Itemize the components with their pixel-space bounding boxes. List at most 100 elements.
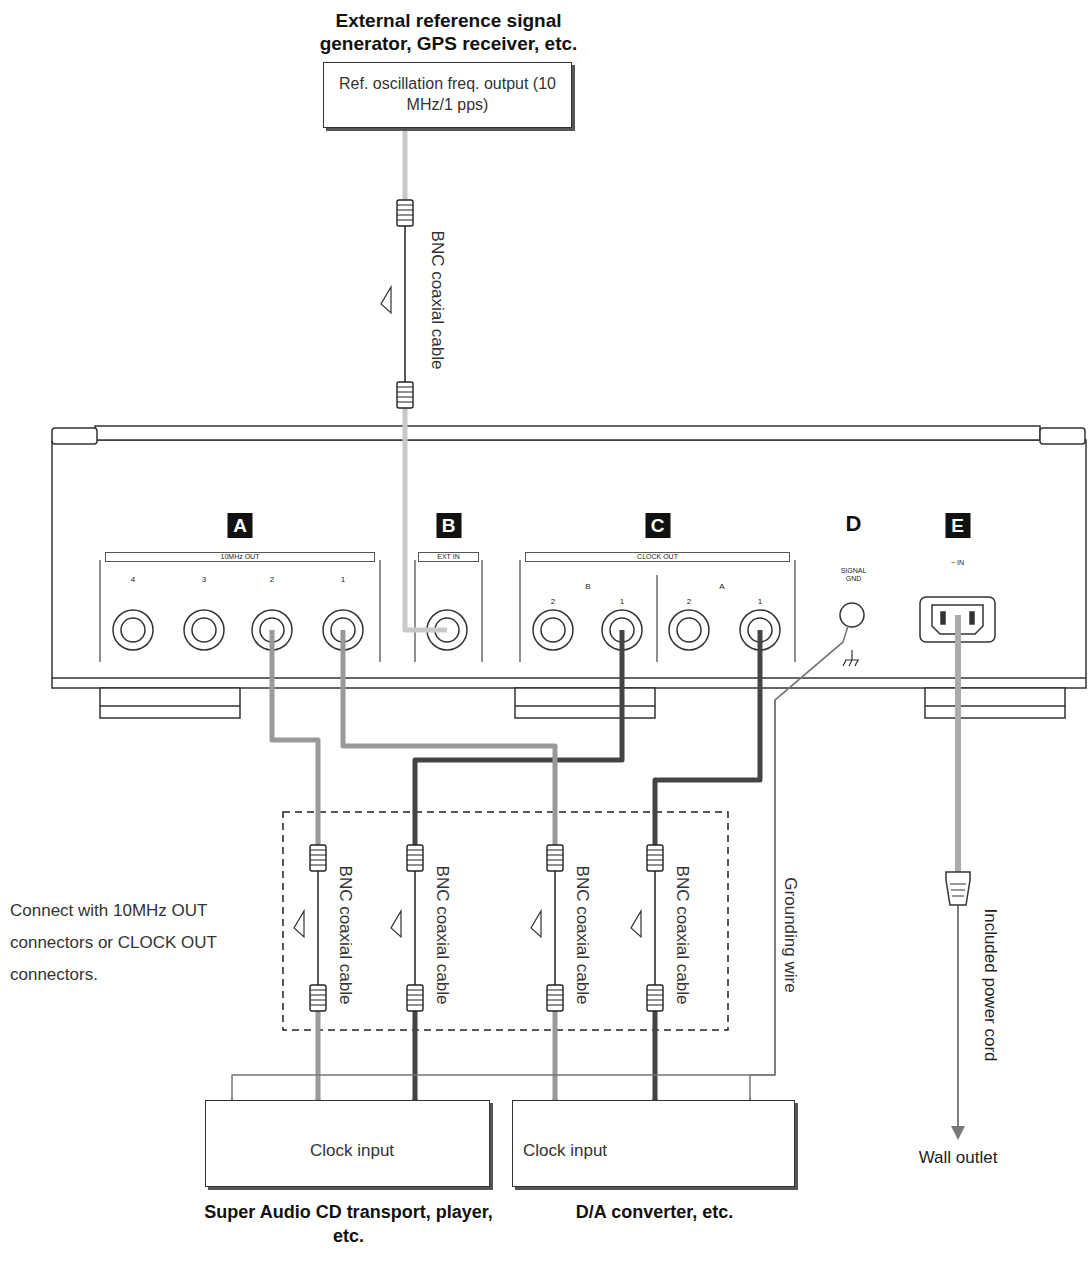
foot xyxy=(515,688,655,718)
bnc-plug xyxy=(397,402,413,403)
port-label: Clock input xyxy=(310,1141,394,1161)
bnc-plug xyxy=(647,995,663,996)
bnc-plug xyxy=(310,990,326,991)
section-letter: B xyxy=(436,513,461,538)
chassis xyxy=(1040,428,1085,444)
bnc-plug xyxy=(397,397,413,398)
cable-body xyxy=(550,871,560,985)
panel-section: C CLOCK OUT xyxy=(520,505,795,656)
cable-label: Grounding wire xyxy=(781,875,799,994)
bnc-plug xyxy=(397,205,413,206)
bnc-plug xyxy=(397,200,413,226)
bnc-plug xyxy=(407,845,423,871)
cable-body xyxy=(313,871,323,985)
bnc-jack xyxy=(541,618,565,642)
device-heading: D/A converter, etc. xyxy=(513,1200,796,1224)
bnc-plug xyxy=(647,985,663,1011)
power-cord xyxy=(946,872,970,905)
direction-flag xyxy=(391,911,401,937)
foot xyxy=(100,688,1065,718)
bnc-plug xyxy=(547,990,563,991)
connector-number: 2 xyxy=(687,598,691,607)
panel-label: CLOCK OUT xyxy=(525,552,790,562)
bnc-plug xyxy=(647,845,663,871)
bnc-plug xyxy=(407,865,423,866)
bnc-plug xyxy=(407,985,423,1011)
bnc-plug xyxy=(647,1000,663,1001)
bnc-plug xyxy=(547,985,563,1011)
foot xyxy=(100,688,240,718)
connector-number: 4 xyxy=(131,576,135,585)
panel-frame xyxy=(414,560,415,662)
bnc-plug xyxy=(310,985,326,1011)
bnc-plug xyxy=(397,210,413,211)
bnc-plug xyxy=(547,845,563,871)
bnc-jack xyxy=(113,610,780,650)
connector-number: 3 xyxy=(202,576,206,585)
bnc-plug xyxy=(397,387,413,388)
section-letter: D xyxy=(846,511,862,537)
bnc-jack xyxy=(192,618,216,642)
panel-frame xyxy=(519,560,520,662)
power-inlet xyxy=(970,612,974,624)
cable-body xyxy=(317,871,319,985)
panel-section: B EXT IN xyxy=(415,505,482,656)
bnc-plug xyxy=(397,215,413,216)
connector-number: 2 xyxy=(551,598,555,607)
bnc-cable xyxy=(272,656,318,1100)
panel-section: A10MHz OUT xyxy=(100,505,380,656)
direction-flag xyxy=(294,911,304,937)
section-letter: C xyxy=(645,513,670,538)
cable-stub xyxy=(341,630,346,656)
bnc-jack xyxy=(121,618,145,642)
panel-frame xyxy=(656,575,657,662)
cable-stub xyxy=(272,630,760,1135)
bnc-plug xyxy=(407,860,423,861)
connector-number: B xyxy=(585,583,590,592)
bnc-plug xyxy=(310,985,326,1011)
panel-label: ~ IN xyxy=(910,559,1005,567)
grounding-wire xyxy=(750,642,843,1100)
connector-number: 2 xyxy=(270,576,274,585)
cable-stub xyxy=(413,628,447,633)
panel-frame xyxy=(481,560,482,662)
bnc-plug xyxy=(547,860,563,861)
device-heading: Super Audio CD transport, player, etc. xyxy=(198,1200,499,1248)
bnc-plug xyxy=(310,995,326,996)
device-box: Clock inputSuper Audio CD transport, pla… xyxy=(205,1100,490,1187)
bnc-plug xyxy=(397,382,413,408)
bnc-plug xyxy=(407,990,423,991)
panel-label: 10MHz OUT xyxy=(105,552,375,562)
panel-label: SIGNAL GND xyxy=(835,567,872,583)
device-box: External reference signal generator, GPS… xyxy=(323,62,572,128)
note-text: Connect with 10MHz OUT connectors or CLO… xyxy=(10,895,272,991)
foot xyxy=(925,688,1065,718)
bnc-plug xyxy=(547,855,563,856)
bnc-plug xyxy=(647,845,663,871)
panel-label: EXT IN xyxy=(418,552,479,562)
cable-body xyxy=(410,871,420,985)
panel-section: E~ IN xyxy=(910,505,1005,593)
bnc-plug xyxy=(310,845,326,871)
direction-flag xyxy=(531,911,541,937)
power-inlet xyxy=(941,612,945,624)
bnc-plug xyxy=(310,850,326,851)
cable-label: BNC coaxial cable xyxy=(336,864,354,1007)
bnc-plug xyxy=(407,985,423,1011)
power-cord xyxy=(946,615,970,1140)
bnc-plug xyxy=(397,200,413,226)
bnc-plug xyxy=(647,990,663,991)
panel-frame xyxy=(100,560,795,662)
bnc-plug xyxy=(547,845,563,871)
chassis xyxy=(52,677,1086,679)
bnc-plug xyxy=(647,985,663,1011)
cable-body xyxy=(650,871,660,985)
dashed-group-box xyxy=(283,812,728,1030)
panel-frame xyxy=(99,560,100,662)
bnc-plug xyxy=(547,865,563,866)
cable-body xyxy=(414,871,416,985)
bnc-plug xyxy=(310,855,326,856)
direction-flag xyxy=(631,911,641,937)
